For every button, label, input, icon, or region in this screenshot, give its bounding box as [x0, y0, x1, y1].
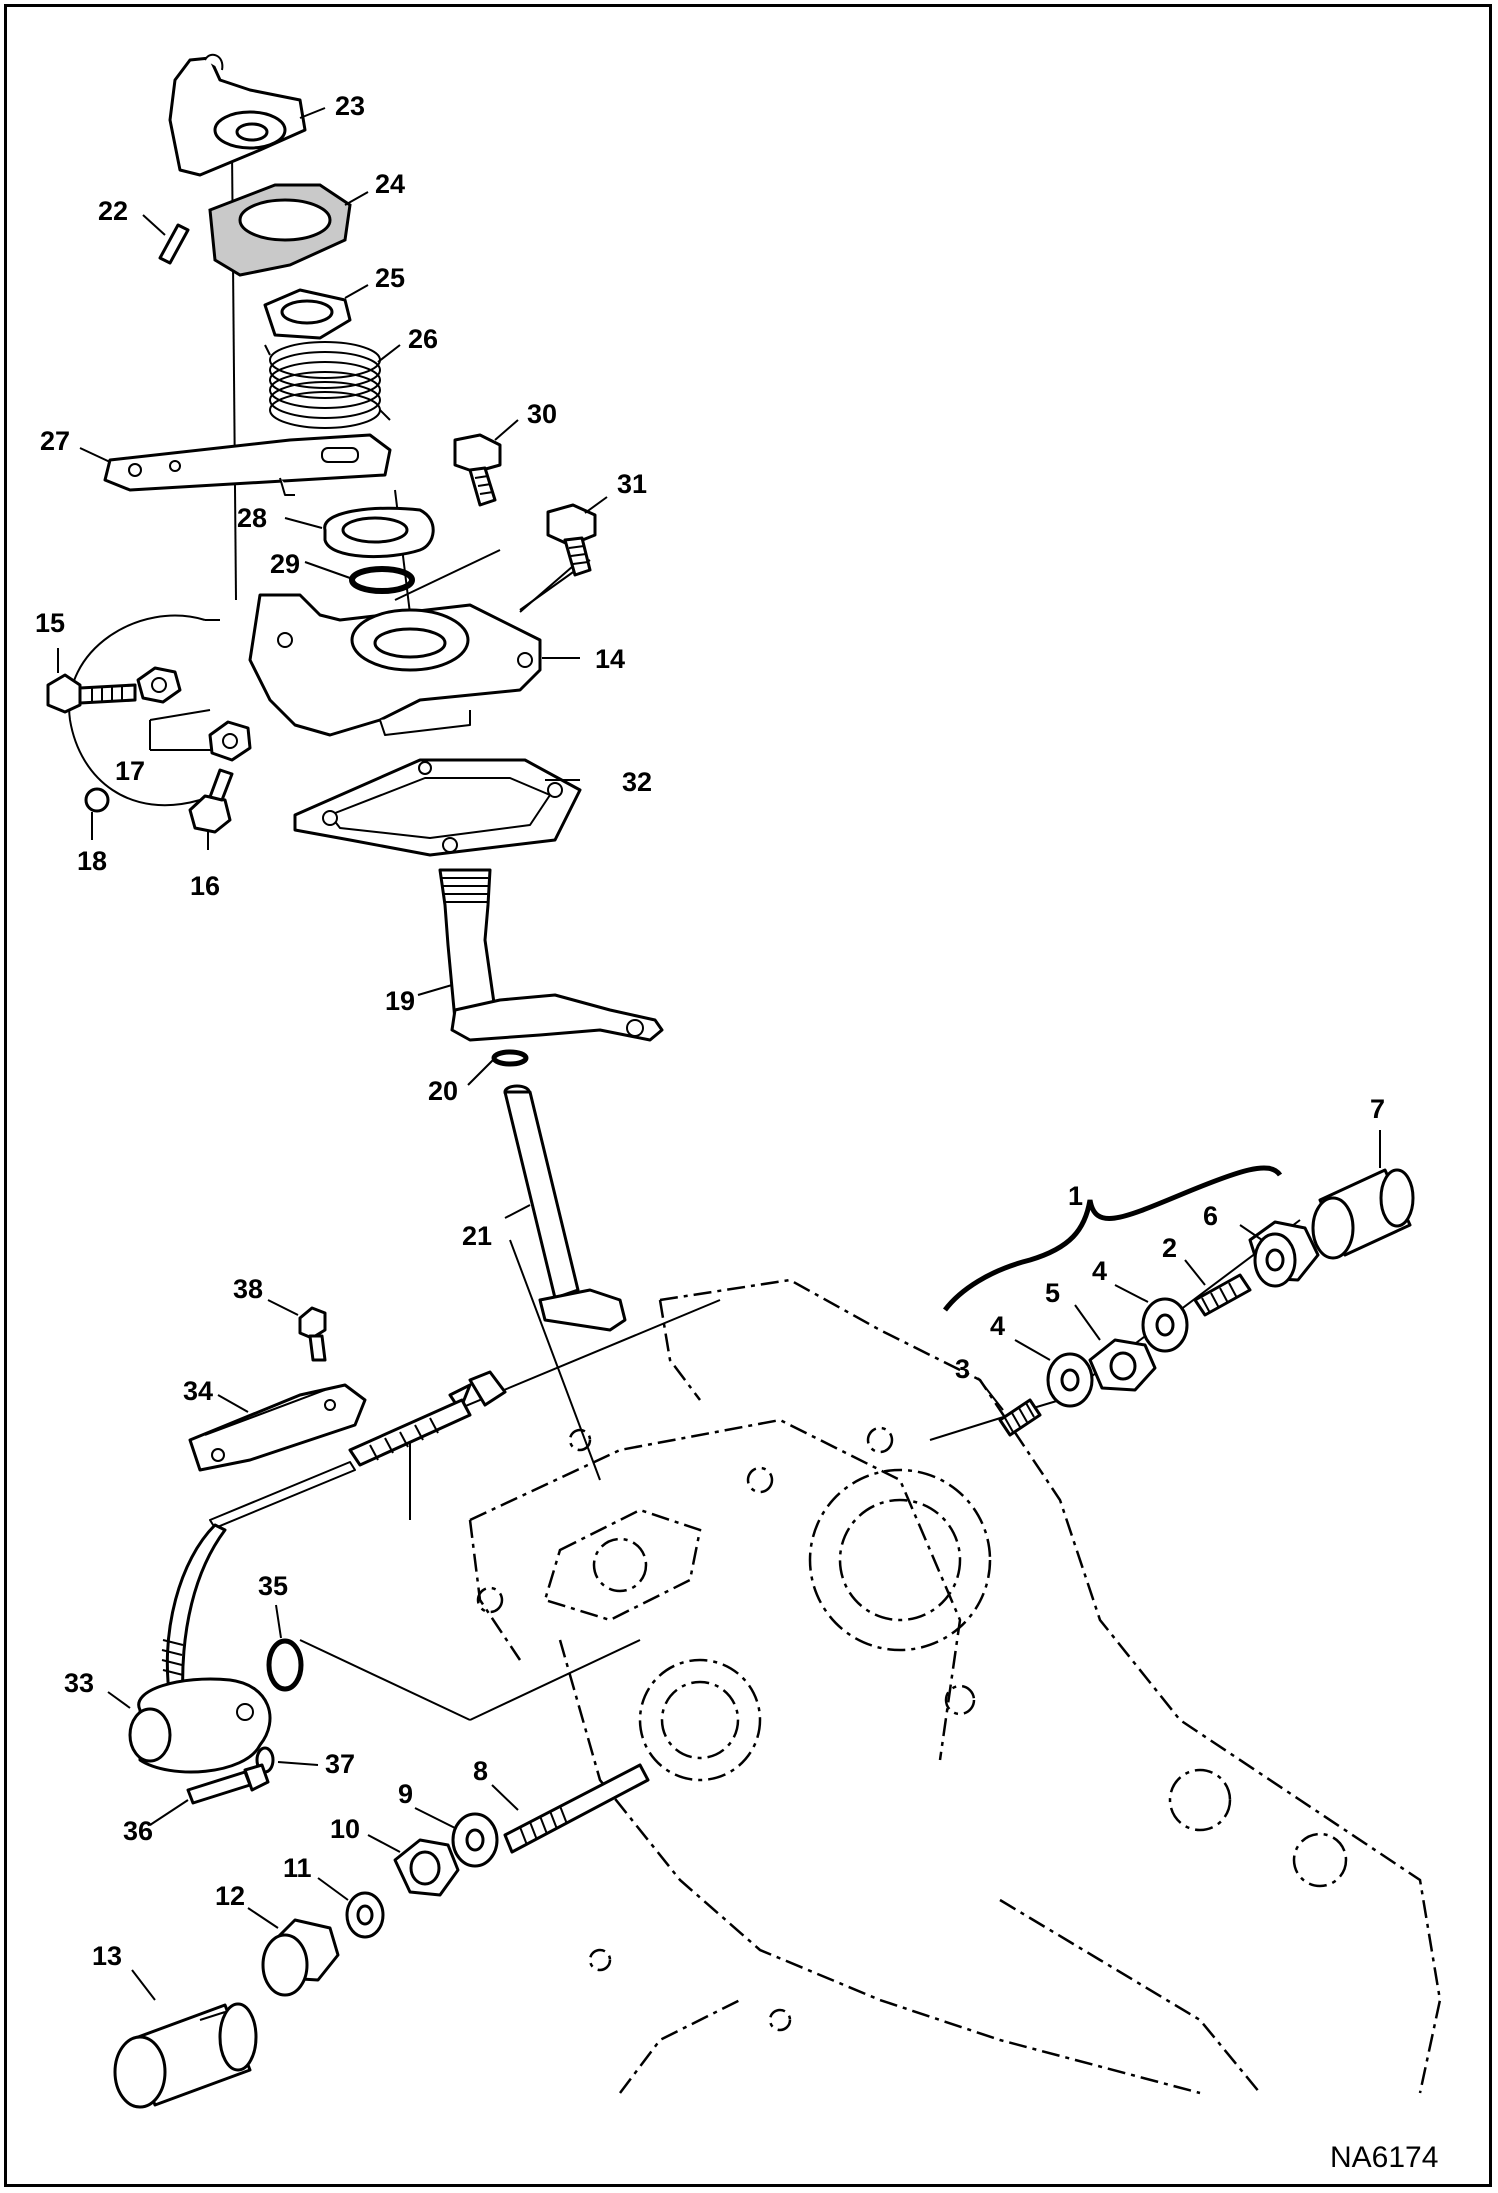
callout-35: 35 — [258, 1571, 288, 1601]
callout-23: 23 — [335, 91, 365, 121]
part-4-washer-right — [1141, 1297, 1189, 1353]
part-10-nut — [393, 1838, 460, 1897]
part-28-spacer — [323, 506, 435, 558]
part-24-cam-block — [208, 183, 352, 277]
callout-28: 28 — [237, 503, 267, 533]
callout-4-left: 4 — [990, 1311, 1005, 1341]
callout-15: 15 — [35, 608, 65, 638]
part-38-screw — [298, 1306, 327, 1362]
callout-32: 32 — [622, 767, 652, 797]
callout-38: 38 — [233, 1274, 263, 1304]
part-35-o-ring — [266, 1638, 304, 1692]
diagram-frame — [4, 4, 1492, 2187]
part-11-washer — [345, 1891, 385, 1939]
reference-code: NA6174 — [1330, 2141, 1438, 2174]
transmission-housing — [468, 1278, 1442, 2095]
callout-1: 1 — [1068, 1181, 1083, 1211]
callout-26: 26 — [408, 324, 438, 354]
part-26-torsion-spring — [264, 341, 391, 429]
callout-24: 24 — [375, 169, 405, 199]
callout-10: 10 — [330, 1814, 360, 1844]
callout-16: 16 — [190, 871, 220, 901]
callout-19: 19 — [385, 986, 415, 1016]
part-3-spring — [998, 1398, 1042, 1437]
callout-37: 37 — [325, 1749, 355, 1779]
part-21-shift-rod — [503, 1084, 627, 1332]
part-5-nut — [1088, 1338, 1157, 1392]
part-36-screw — [186, 1763, 270, 1805]
callout-6: 6 — [1203, 1201, 1218, 1231]
callout-20: 20 — [428, 1076, 458, 1106]
callout-33: 33 — [64, 1668, 94, 1698]
callout-21: 21 — [462, 1221, 492, 1251]
callout-4-right: 4 — [1092, 1256, 1107, 1286]
part-13-sleeve — [113, 2002, 258, 2109]
part-20-o-ring — [491, 1049, 529, 1067]
callout-14: 14 — [595, 644, 625, 674]
callout-27: 27 — [40, 426, 70, 456]
part-22-roll-pin — [158, 223, 190, 265]
callout-17: 17 — [115, 756, 145, 786]
callout-25: 25 — [375, 263, 405, 293]
callout-18: 18 — [77, 846, 107, 876]
part-1-bracket-brace — [943, 1165, 1283, 1312]
part-17-nut — [136, 666, 252, 762]
callout-12: 12 — [215, 1881, 245, 1911]
part-34-bracket — [188, 1383, 367, 1472]
part-33-speed-sensor — [128, 1370, 507, 1774]
callout-22: 22 — [98, 196, 128, 226]
part-14-cover-plate — [248, 593, 542, 737]
callout-36: 36 — [123, 1816, 153, 1846]
callout-8: 8 — [473, 1756, 488, 1786]
part-4-washer-left — [1046, 1352, 1094, 1408]
part-12-cap-nut — [261, 1918, 340, 1997]
callout-31: 31 — [617, 469, 647, 499]
part-9-washer — [451, 1812, 499, 1868]
part-29-o-ring — [349, 566, 415, 594]
callout-5: 5 — [1045, 1278, 1060, 1308]
assembly-leader-lines — [68, 149, 1301, 1721]
part-30-bolt — [453, 433, 502, 507]
part-6-cap-nut — [1248, 1220, 1320, 1288]
callout-29: 29 — [270, 549, 300, 579]
part-19-shift-shaft — [438, 868, 664, 1042]
callout-7: 7 — [1370, 1094, 1385, 1124]
callout-13: 13 — [92, 1941, 122, 1971]
callout-labels: 23 22 24 25 26 27 30 31 28 29 14 15 17 3… — [35, 91, 1438, 2174]
part-18-plug — [84, 787, 110, 813]
part-31-bolt — [546, 503, 597, 577]
callout-leaders — [57, 107, 1381, 2001]
callout-9: 9 — [398, 1779, 413, 1809]
part-23-lever-bracket — [168, 53, 307, 177]
callout-30: 30 — [527, 399, 557, 429]
callout-34: 34 — [183, 1376, 213, 1406]
part-8-threaded-rod — [503, 1763, 650, 1854]
part-15-bolt — [46, 673, 137, 714]
part-16-bolt — [188, 768, 234, 834]
part-32-gasket — [293, 758, 582, 857]
part-27-lever-arm — [103, 433, 392, 496]
callout-11: 11 — [283, 1853, 312, 1883]
callout-3: 3 — [955, 1354, 970, 1384]
part-25-nut — [263, 288, 352, 340]
callout-2: 2 — [1162, 1233, 1177, 1263]
part-2-spring — [1193, 1273, 1252, 1317]
part-7-sleeve — [1311, 1168, 1415, 1260]
